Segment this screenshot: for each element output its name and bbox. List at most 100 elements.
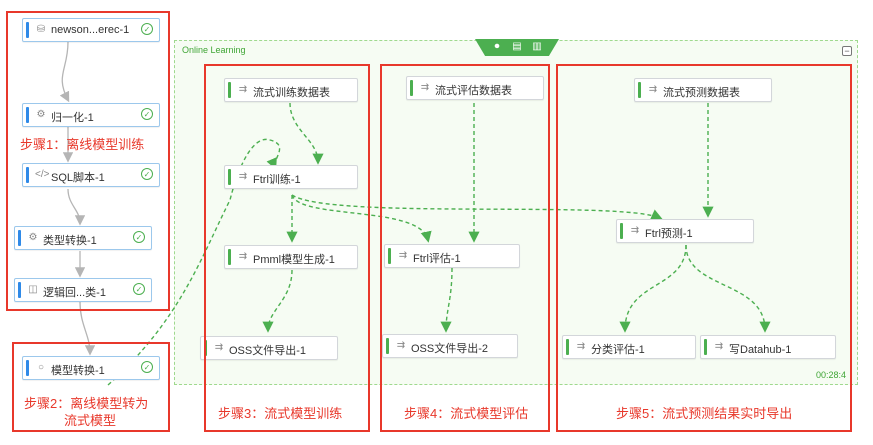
edge-pmml-oss1 — [262, 269, 293, 333]
check-icon: ✓ — [133, 231, 145, 243]
check-icon: ✓ — [141, 23, 153, 35]
step2-box — [12, 342, 170, 432]
node-label: 模型转换-1 — [51, 365, 105, 377]
edge-sql-typeconv — [67, 188, 86, 226]
node-status-bar — [638, 82, 641, 98]
collapse-button[interactable]: − — [842, 46, 852, 56]
stream-icon: ⇉ — [238, 251, 248, 262]
edge-ftrlpredict-datahub — [685, 244, 771, 333]
transform-icon: ⚙ — [28, 232, 38, 243]
node-label: 归一化-1 — [51, 112, 94, 124]
node-status-bar — [410, 80, 413, 96]
node-label: 逻辑回...类-1 — [43, 287, 106, 299]
node-label: Ftrl训练-1 — [253, 174, 301, 186]
node-status-bar — [228, 249, 231, 265]
code-icon: </> — [35, 169, 50, 180]
node-label: Pmml模型生成-1 — [253, 254, 335, 266]
node-sql[interactable]: </> SQL脚本-1 ✓ — [22, 163, 160, 187]
edge-traintable-ftrltrain — [289, 102, 324, 165]
step1-box — [6, 11, 170, 311]
step3-box — [204, 64, 370, 432]
node-ftrl-predict[interactable]: ⇉ Ftrl预测-1 — [616, 219, 754, 243]
node-label: 分类评估-1 — [591, 344, 645, 356]
node-label: OSS文件导出-1 — [229, 345, 307, 357]
stream-icon: ⇉ — [576, 341, 586, 352]
stream-icon: ⇉ — [630, 225, 640, 236]
edge-newson-normalize — [59, 41, 70, 103]
node-status-bar — [566, 339, 569, 355]
stream-icon: ⇉ — [238, 84, 248, 95]
check-icon: ✓ — [141, 108, 153, 120]
node-normalize[interactable]: ⚙ 归一化-1 ✓ — [22, 103, 160, 127]
node-label: 流式预测数据表 — [663, 87, 740, 99]
node-status-bar — [18, 230, 21, 246]
online-learning-toolbar: ⏺ ▤ ▥ — [475, 39, 559, 56]
node-status-bar — [228, 82, 231, 98]
stream-icon: ⇉ — [398, 250, 408, 261]
node-label: 流式训练数据表 — [253, 87, 330, 99]
node-status-bar — [388, 248, 391, 264]
node-label: OSS文件导出-2 — [411, 343, 489, 355]
stream-icon: ⇉ — [648, 84, 658, 95]
node-label: 类型转换-1 — [43, 235, 97, 247]
node-typeconv[interactable]: ⚙ 类型转换-1 ✓ — [14, 226, 152, 250]
step3-label: 步骤3：流式模型训练 — [218, 406, 343, 421]
node-label: 写Datahub-1 — [729, 344, 792, 356]
transform-icon: ⚙ — [36, 109, 46, 120]
node-classify-eval[interactable]: ⇉ 分类评估-1 — [562, 335, 696, 359]
node-oss-export-1[interactable]: ⇉ OSS文件导出-1 — [200, 336, 338, 360]
node-oss-export-2[interactable]: ⇉ OSS文件导出-2 — [382, 334, 518, 358]
node-eval-table[interactable]: ⇉ 流式评估数据表 — [406, 76, 544, 100]
node-logistic[interactable]: ◫ 逻辑回...类-1 ✓ — [14, 278, 152, 302]
node-status-bar — [620, 223, 623, 239]
node-status-bar — [26, 167, 29, 183]
node-modelconv[interactable]: ○ 模型转换-1 ✓ — [22, 356, 160, 380]
step2-label-line2: 流式模型 — [64, 413, 117, 428]
node-status-bar — [704, 339, 707, 355]
step5-label: 步骤5：流式预测结果实时导出 — [616, 406, 793, 421]
stream-icon: ⇉ — [714, 341, 724, 352]
check-icon: ✓ — [141, 168, 153, 180]
node-status-bar — [18, 282, 21, 298]
step2-label-line1: 步骤2：离线模型转为 — [24, 396, 149, 411]
stream-icon: ⇉ — [238, 171, 248, 182]
check-icon: ✓ — [133, 283, 145, 295]
node-status-bar — [386, 338, 389, 354]
circle-icon: ○ — [37, 362, 45, 373]
stream-icon: ⇉ — [214, 342, 224, 353]
node-label: Ftrl预测-1 — [645, 228, 693, 240]
edge-ftrltrain-ftrlpredict — [291, 194, 663, 220]
node-pmml[interactable]: ⇉ Pmml模型生成-1 — [224, 245, 358, 269]
node-train-table[interactable]: ⇉ 流式训练数据表 — [224, 78, 358, 102]
step4-box — [380, 64, 550, 432]
node-label: newson...erec-1 — [51, 24, 130, 36]
online-learning-title: Online Learning — [182, 45, 246, 55]
stream-icon: ⇉ — [396, 340, 406, 351]
step4-label: 步骤4：流式模型评估 — [404, 406, 529, 421]
node-label: SQL脚本-1 — [51, 172, 105, 184]
node-status-bar — [26, 107, 29, 123]
document-icon[interactable]: ▤ — [512, 41, 522, 52]
node-status-bar — [26, 360, 29, 376]
stream-icon: ⇉ — [420, 82, 430, 93]
node-predict-table[interactable]: ⇉ 流式预测数据表 — [634, 78, 772, 102]
node-datahub[interactable]: ⇉ 写Datahub-1 — [700, 335, 836, 359]
step1-label: 步骤1：离线模型训练 — [20, 137, 145, 152]
database-icon: ⛁ — [36, 24, 46, 35]
node-ftrl-eval[interactable]: ⇉ Ftrl评估-1 — [384, 244, 520, 268]
chart-icon[interactable]: ▥ — [532, 41, 542, 52]
node-status-bar — [228, 169, 231, 185]
node-newson[interactable]: ⛁ newson...erec-1 ✓ — [22, 18, 160, 42]
model-icon: ◫ — [28, 284, 38, 295]
check-icon: ✓ — [141, 361, 153, 373]
stop-icon[interactable]: ⏺ — [494, 41, 500, 52]
edge-logistic-modelconv — [79, 301, 96, 356]
node-ftrl-train[interactable]: ⇉ Ftrl训练-1 — [224, 165, 358, 189]
node-status-bar — [26, 22, 29, 38]
step5-box — [556, 64, 852, 432]
elapsed-timer: 00:28:4 — [816, 370, 847, 380]
node-label: 流式评估数据表 — [435, 85, 512, 97]
node-label: Ftrl评估-1 — [413, 253, 461, 265]
edge-ftrltrain-ftrleval — [291, 194, 432, 243]
